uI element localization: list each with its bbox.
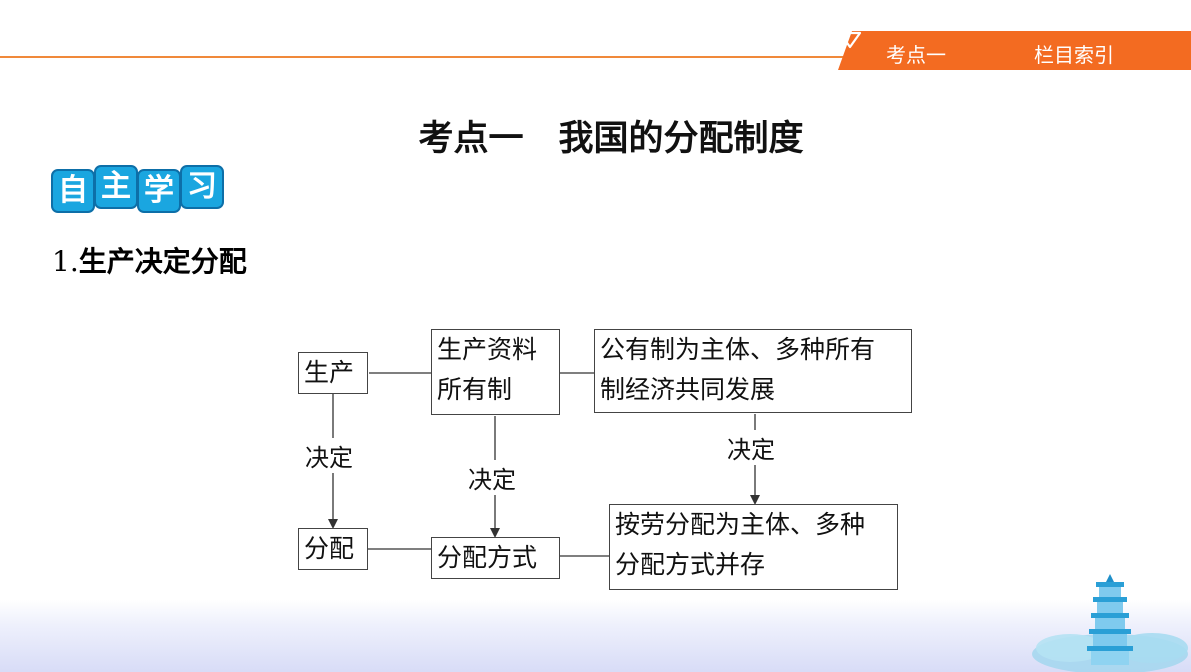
node-ownership: 生产资料 所有制 <box>431 329 560 415</box>
node-production: 生产 <box>298 352 368 394</box>
header-tab: 考点一 栏目索引 <box>838 31 1191 70</box>
tab-kaodian[interactable]: 考点一 <box>886 43 946 67</box>
node-ownership-line1: 生产资料 <box>437 335 538 364</box>
study-badge-background <box>51 165 224 213</box>
tab-index[interactable]: 栏目索引 <box>1034 43 1114 67</box>
pagoda-tower-icon <box>1032 574 1188 672</box>
section-title: 生产决定分配 <box>78 245 247 278</box>
badge-char-2: 主 <box>101 169 131 204</box>
node-production-label: 生产 <box>304 358 355 387</box>
node-system: 按劳分配为主体、多种 分配方式并存 <box>609 504 898 590</box>
node-method-label: 分配方式 <box>437 543 538 572</box>
node-system-line1: 按劳分配为主体、多种 <box>615 510 866 539</box>
study-badge: 自 主 学 习 <box>50 162 230 218</box>
node-distribution-label: 分配 <box>304 534 355 563</box>
node-economy: 公有制为主体、多种所有 制经济共同发展 <box>594 329 912 413</box>
section-number: 1. <box>52 245 79 278</box>
badge-char-3: 学 <box>144 173 174 208</box>
node-distribution: 分配 <box>298 528 368 570</box>
edge-label-decides-1: 决定 <box>305 438 353 473</box>
edge-label-decides-3: 决定 <box>727 430 775 465</box>
page-title: 考点一 我国的分配制度 <box>418 119 804 159</box>
node-ownership-line2: 所有制 <box>437 375 513 404</box>
badge-char-1: 自 <box>58 173 88 208</box>
node-system-line2: 分配方式并存 <box>615 550 766 579</box>
section-heading: 1.生产决定分配 <box>52 240 247 280</box>
node-economy-line2: 制经济共同发展 <box>600 375 776 404</box>
badge-char-4: 习 <box>187 169 217 204</box>
triangle-down-icon[interactable] <box>838 31 862 49</box>
node-economy-line1: 公有制为主体、多种所有 <box>600 335 876 364</box>
bottom-gradient-band <box>0 600 1191 672</box>
header-tab-background <box>838 31 1191 70</box>
header-divider-line <box>0 56 850 58</box>
edge-label-decides-2: 决定 <box>468 460 516 495</box>
node-method: 分配方式 <box>431 537 560 579</box>
